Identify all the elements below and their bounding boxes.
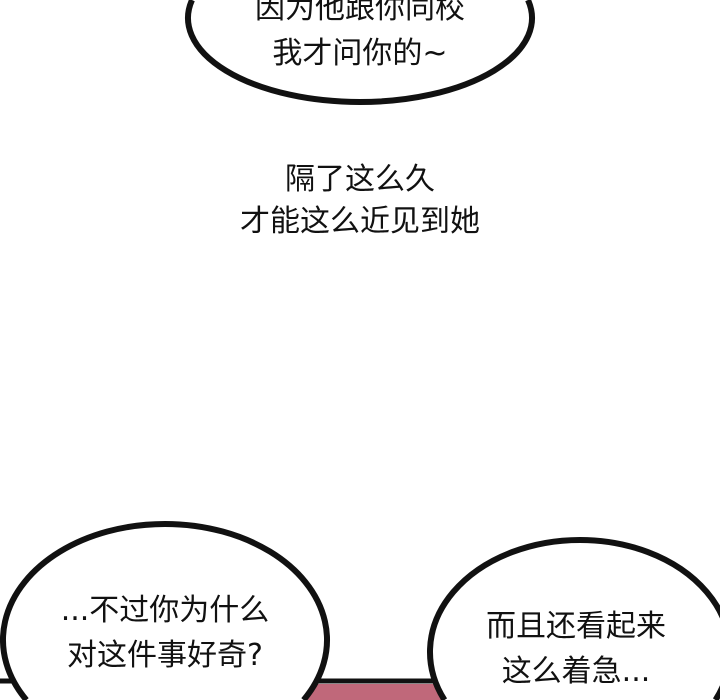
bubble-line: 对这件事好奇? — [67, 638, 263, 673]
top-bubble-text: 因为他跟你同校 我才问你的~ — [188, 0, 532, 76]
narration-text: 隔了这么久 才能这么近见到她 — [0, 159, 720, 243]
narration-line: 隔了这么久 — [285, 162, 435, 197]
bubble-line: 因为他跟你同校 — [255, 0, 465, 26]
top-speech-bubble — [185, 0, 535, 105]
right-bubble-text: 而且还看起来 这么着急... — [432, 604, 720, 694]
panel-art-pink — [290, 684, 460, 700]
bubble-line: 我才问你的~ — [272, 36, 448, 71]
left-bubble-text: ...不过你为什么 对这件事好奇? — [10, 588, 320, 678]
bubble-line: 而且还看起来 — [486, 609, 666, 644]
right-speech-bubble — [427, 536, 720, 700]
bubble-line: 这么着急... — [501, 654, 651, 689]
bubble-line: ...不过你为什么 — [60, 593, 270, 628]
left-speech-bubble — [0, 521, 330, 700]
narration-line: 才能这么近见到她 — [240, 204, 480, 239]
